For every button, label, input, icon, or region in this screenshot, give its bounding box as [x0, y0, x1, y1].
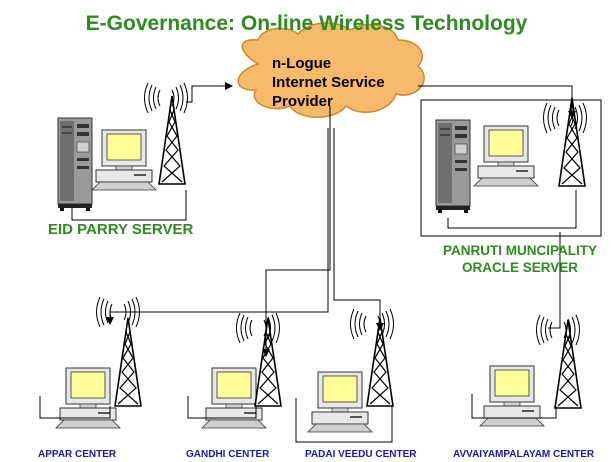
isp-cloud-label: n-Logue Internet Service Provider: [272, 54, 422, 111]
avvaiyampalayam-waves: [536, 314, 580, 346]
padai-veedu-waves: [350, 308, 394, 340]
panruti-server-rack: [435, 119, 471, 214]
avvaiyampalayam-center-label: AVVAIYAMPALAYAM CENTER: [453, 449, 595, 460]
isp-cloud-line: n-Logue: [272, 55, 332, 72]
isp-cloud-line: Internet Service: [272, 74, 385, 91]
eid-parry-server-label: EID PARRY SERVER: [48, 221, 194, 238]
padai-veedu-center-label: PADAI VEEDU CENTER: [305, 449, 417, 460]
panruti-box: [420, 99, 602, 237]
isp-cloud-line: Provider: [272, 93, 333, 110]
panruti-waves: [543, 102, 587, 134]
avvaiyampalayam-pc: [479, 365, 545, 427]
eid-parry-server-rack: [57, 117, 93, 212]
appar-center-label: APPAR CENTER: [38, 449, 117, 460]
isp-cloud: [237, 22, 425, 118]
panruti-label-line: PANRUTI MUNCIPALITY: [443, 243, 597, 258]
appar-antenna: [114, 317, 142, 407]
panruti-label-line: ORACLE SERVER: [461, 260, 579, 275]
gandhi-center-label: GANDHI CENTER: [186, 449, 270, 460]
eid-parry-pc: [91, 129, 157, 191]
panruti-server-label: PANRUTI MUNCIPALITY ORACLE SERVER: [430, 242, 610, 276]
gandhi-antenna: [254, 317, 282, 407]
avvaiyampalayam-antenna: [554, 319, 582, 409]
page-title: E-Governance: On-line Wireless Technolog…: [85, 12, 528, 35]
padai-veedu-pc: [307, 371, 373, 433]
eid-parry-waves: [144, 82, 188, 114]
gandhi-waves: [236, 312, 280, 344]
appar-pc: [55, 367, 121, 429]
padai-veedu-antenna: [366, 317, 394, 407]
connection-lines: [39, 82, 577, 443]
panruti-pc: [473, 125, 539, 187]
